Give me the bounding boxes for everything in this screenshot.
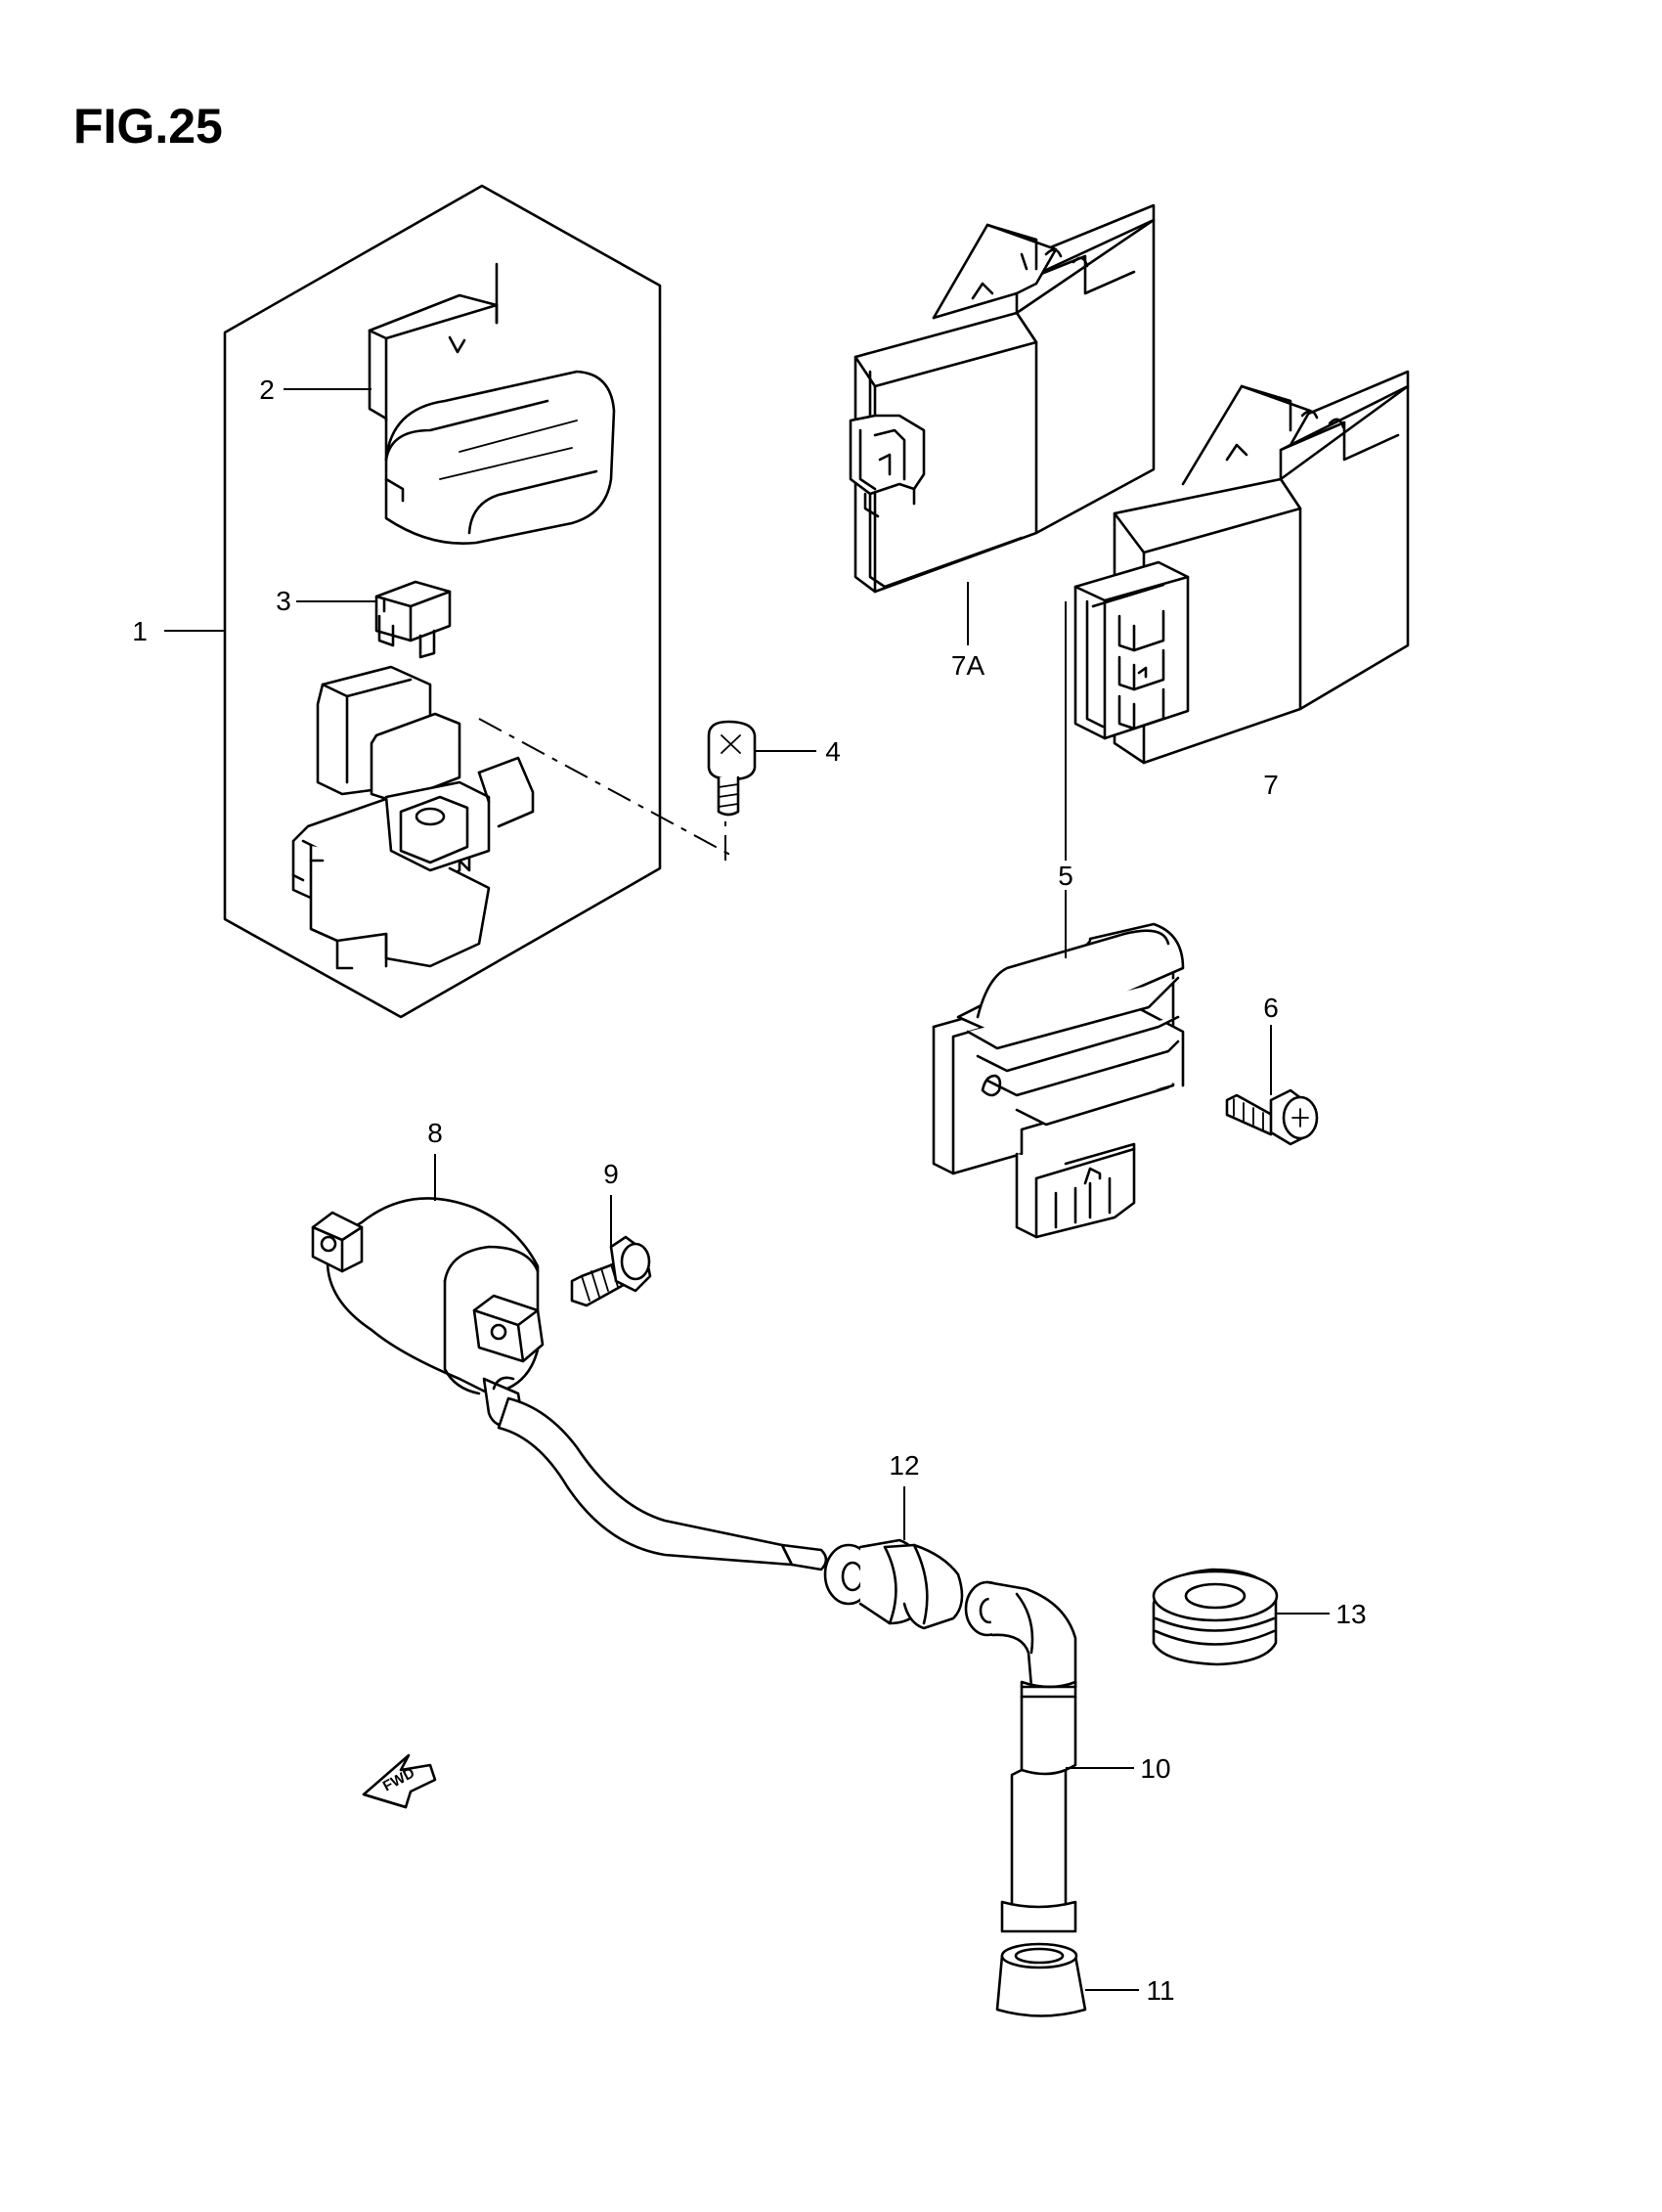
fwd-arrow-icon: FWD bbox=[362, 1753, 437, 1809]
part-7-cdi-unit bbox=[1073, 370, 1410, 765]
part-3-fuse bbox=[374, 580, 452, 659]
callout-2: 2 bbox=[259, 375, 275, 405]
callout-6: 6 bbox=[1263, 993, 1279, 1023]
callout-8: 8 bbox=[427, 1118, 443, 1148]
part-13-grommet bbox=[1152, 1568, 1279, 1666]
callout-7a: 7A bbox=[951, 650, 985, 681]
callout-1: 1 bbox=[132, 616, 148, 646]
callout-3: 3 bbox=[276, 586, 291, 616]
part-4-screw bbox=[707, 720, 757, 817]
leader-lines bbox=[164, 388, 1330, 1991]
callout-10: 10 bbox=[1140, 1753, 1170, 1784]
part-8-ht-cable bbox=[497, 1396, 828, 1571]
callout-5: 5 bbox=[1058, 861, 1073, 891]
part-12-cable-seal bbox=[823, 1538, 964, 1630]
callout-13: 13 bbox=[1335, 1599, 1366, 1629]
figure-title: FIG.25 bbox=[73, 99, 223, 154]
callout-12: 12 bbox=[889, 1450, 919, 1481]
part-5-regulator-rectifier bbox=[932, 922, 1185, 1239]
part-1-starter-relay bbox=[291, 665, 535, 970]
part-1-assembly-outline bbox=[223, 184, 662, 1019]
callout-9: 9 bbox=[603, 1159, 619, 1189]
part-10-plug-cap bbox=[964, 1580, 1077, 1933]
assembly-guide-line bbox=[478, 718, 729, 862]
part-7a-cdi-unit bbox=[849, 203, 1156, 594]
callout-7: 7 bbox=[1263, 770, 1279, 800]
part-11-cap-cover bbox=[995, 1942, 1087, 2017]
part-2-relay-cover bbox=[368, 262, 616, 545]
part-8-ignition-coil bbox=[311, 1197, 545, 1430]
callout-11: 11 bbox=[1146, 1975, 1174, 2006]
callout-4: 4 bbox=[825, 736, 841, 767]
part-6-bolt bbox=[1225, 1088, 1319, 1146]
part-9-bolt bbox=[570, 1235, 652, 1307]
